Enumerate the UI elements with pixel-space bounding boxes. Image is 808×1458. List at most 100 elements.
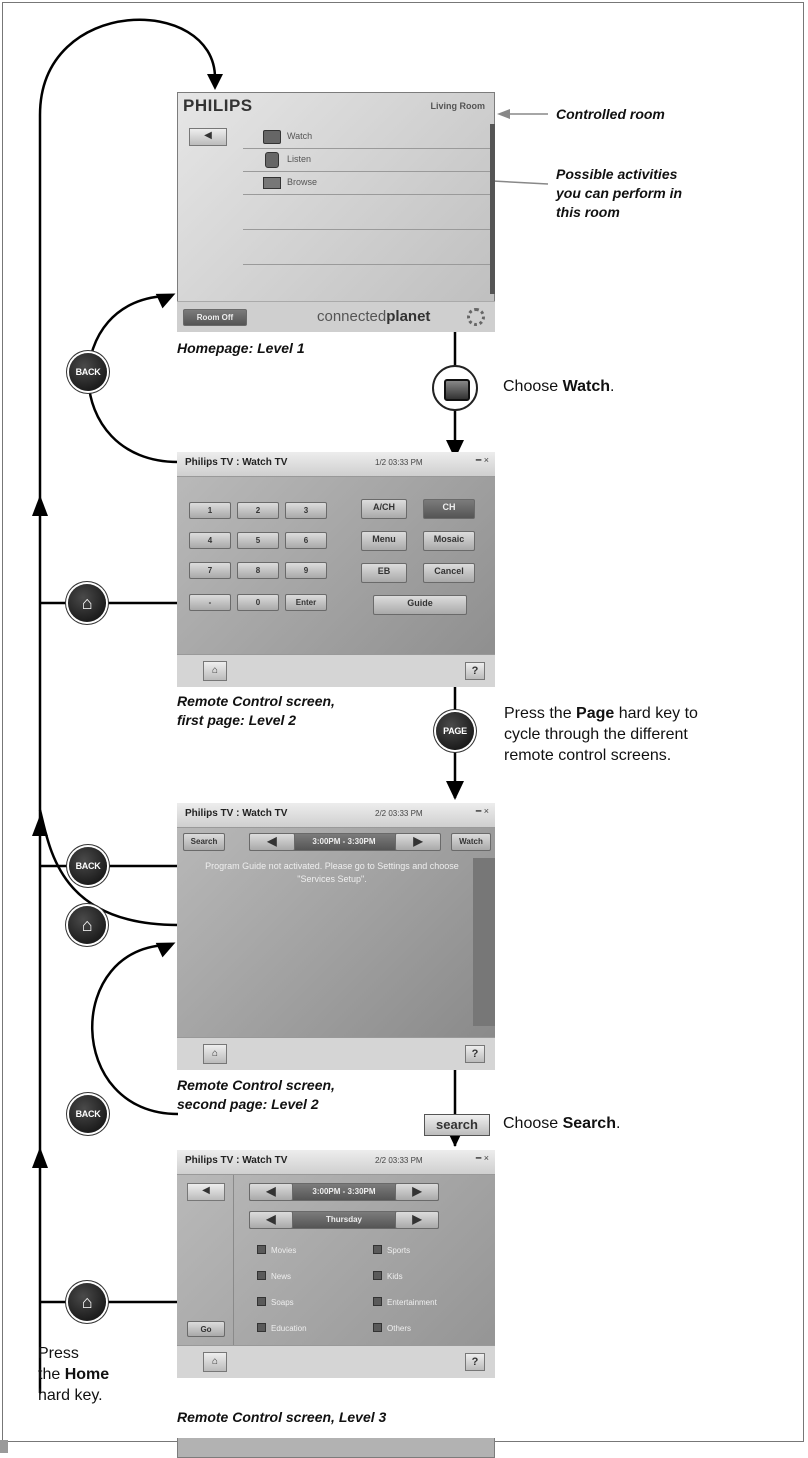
right-arrow-icon[interactable]: ▶ <box>395 833 441 851</box>
category-entertainment[interactable]: Entertainment <box>373 1297 437 1307</box>
category-sports[interactable]: Sports <box>373 1245 410 1255</box>
category-others[interactable]: Others <box>373 1323 411 1333</box>
guide-body: Search 3:00PM - 3:30PM ◀ ▶ Watch Program… <box>177 828 495 1038</box>
gear-icon[interactable] <box>467 308 485 326</box>
back-arrow-button[interactable]: ◀ <box>187 1183 225 1201</box>
minimize-icon[interactable]: ━ × <box>475 455 489 465</box>
left-arrow-icon[interactable]: ◀ <box>249 1211 293 1229</box>
help-icon[interactable]: ? <box>465 662 485 680</box>
right-arrow-icon[interactable]: ▶ <box>395 1211 439 1229</box>
home-arrowhead-top <box>207 74 223 90</box>
category-news[interactable]: News <box>257 1271 291 1281</box>
remote1-caption: Remote Control screen, first page: Level… <box>177 692 335 730</box>
key-enter[interactable]: Enter <box>285 594 327 611</box>
remote-screen-level-3: Philips TV : Watch TV 2/2 03:33 PM ━ × ◀… <box>177 1150 495 1458</box>
key-7[interactable]: 7 <box>189 562 231 579</box>
activity-row-browse[interactable]: Browse <box>243 172 491 195</box>
key-4[interactable]: 4 <box>189 532 231 549</box>
back-hard-key[interactable]: BACK <box>69 1095 107 1133</box>
watch-choice-icon <box>432 365 478 411</box>
activity-row-empty-1 <box>243 195 491 230</box>
key-ach[interactable]: A/CH <box>361 499 407 519</box>
home-back-button[interactable]: ◀ <box>189 128 227 146</box>
home-word: Home <box>64 1366 110 1383</box>
activities-line-1: Possible activities <box>556 166 678 182</box>
home-hard-key[interactable]: ⌂ <box>68 584 106 622</box>
category-label: News <box>271 1272 292 1281</box>
search-key-icon: search <box>424 1114 490 1136</box>
home-hard-key[interactable]: ⌂ <box>68 906 106 944</box>
remote1-caption-line-1: Remote Control screen, <box>177 693 335 709</box>
go-button[interactable]: Go <box>187 1321 225 1337</box>
category-label: Movies <box>271 1246 297 1255</box>
room-annotation-arrowhead <box>497 109 510 119</box>
screen-header: Philips TV : Watch TV 2/2 03:33 PM ━ × <box>177 1150 495 1175</box>
key-0[interactable]: 0 <box>237 594 279 611</box>
category-soaps[interactable]: Soaps <box>257 1297 294 1307</box>
activity-row-listen[interactable]: Listen <box>243 149 491 172</box>
category-label: Others <box>387 1324 412 1333</box>
search-button[interactable]: Search <box>183 833 225 851</box>
key-1[interactable]: 1 <box>189 502 231 519</box>
screen-header: Philips TV : Watch TV 2/2 03:33 PM ━ × <box>177 803 495 828</box>
key-5[interactable]: 5 <box>237 532 279 549</box>
period: . <box>610 378 615 395</box>
minimize-icon[interactable]: ━ × <box>475 806 489 816</box>
watch-button[interactable]: Watch <box>451 833 491 851</box>
left-arrow-icon[interactable]: ◀ <box>249 1183 293 1201</box>
watch-word: Watch <box>562 378 611 395</box>
key-9[interactable]: 9 <box>285 562 327 579</box>
choose-word: Choose <box>503 378 559 395</box>
help-icon[interactable]: ? <box>465 1045 485 1063</box>
choose-watch-note: Choose Watch. <box>503 376 614 397</box>
screen-title: Philips TV : Watch TV <box>185 457 288 468</box>
home-hard-key[interactable]: ⌂ <box>68 1283 106 1321</box>
room-off-button[interactable]: Room Off <box>183 309 247 326</box>
home-note-line-2: the Home <box>38 1364 109 1385</box>
logo-light-part: connected <box>317 308 387 325</box>
back-hard-key[interactable]: BACK <box>69 847 107 885</box>
search-body: ◀ 3:00PM - 3:30PM ◀ ▶ Thursday ◀ ▶ Movie… <box>177 1175 495 1438</box>
remote2-caption: Remote Control screen, second page: Leve… <box>177 1076 335 1114</box>
key-eb[interactable]: EB <box>361 563 407 583</box>
the-word: the <box>38 1366 61 1383</box>
screen-time: 1/2 03:33 PM <box>375 458 423 467</box>
key-6[interactable]: 6 <box>285 532 327 549</box>
screen-footer: ⌂ ? <box>177 654 495 687</box>
category-movies[interactable]: Movies <box>257 1245 296 1255</box>
page-word: Page <box>576 705 615 722</box>
philips-brand: PHILIPS <box>183 96 253 115</box>
choose-search-note: Choose Search. <box>503 1113 620 1134</box>
back-arrowhead-1 <box>155 293 176 309</box>
key-ch[interactable]: CH <box>423 499 475 519</box>
home-icon[interactable]: ⌂ <box>203 1352 227 1372</box>
key-3[interactable]: 3 <box>285 502 327 519</box>
key-dash[interactable]: - <box>189 594 231 611</box>
activity-row-watch[interactable]: Watch <box>243 126 491 149</box>
home-screen: PHILIPS Living Room ◀ Watch Listen Brows… <box>177 92 495 332</box>
screen-title: Philips TV : Watch TV <box>185 1155 288 1166</box>
screen-title: Philips TV : Watch TV <box>185 808 288 819</box>
home-icon[interactable]: ⌂ <box>203 1044 227 1064</box>
right-arrow-icon[interactable]: ▶ <box>395 1183 439 1201</box>
help-icon[interactable]: ? <box>465 1353 485 1371</box>
category-education[interactable]: Education <box>257 1323 307 1333</box>
screen-footer: ⌂ ? <box>177 1037 495 1070</box>
home-icon[interactable]: ⌂ <box>203 661 227 681</box>
page-note-line-3: remote control screens. <box>504 747 672 764</box>
minimize-icon[interactable]: ━ × <box>475 1153 489 1163</box>
key-8[interactable]: 8 <box>237 562 279 579</box>
remote1-caption-line-2: first page: Level 2 <box>177 712 297 728</box>
key-guide[interactable]: Guide <box>373 595 467 615</box>
left-arrow-icon[interactable]: ◀ <box>249 833 295 851</box>
activity-row-empty-2 <box>243 230 491 265</box>
back-hard-key[interactable]: BACK <box>69 353 107 391</box>
key-2[interactable]: 2 <box>237 502 279 519</box>
page-hard-key[interactable]: PAGE <box>436 712 474 750</box>
key-menu[interactable]: Menu <box>361 531 407 551</box>
level3-caption-backdrop <box>177 1378 495 1438</box>
key-cancel[interactable]: Cancel <box>423 563 475 583</box>
category-kids[interactable]: Kids <box>373 1271 403 1281</box>
key-mosaic[interactable]: Mosaic <box>423 531 475 551</box>
logo-bold-part: planet <box>386 308 431 325</box>
